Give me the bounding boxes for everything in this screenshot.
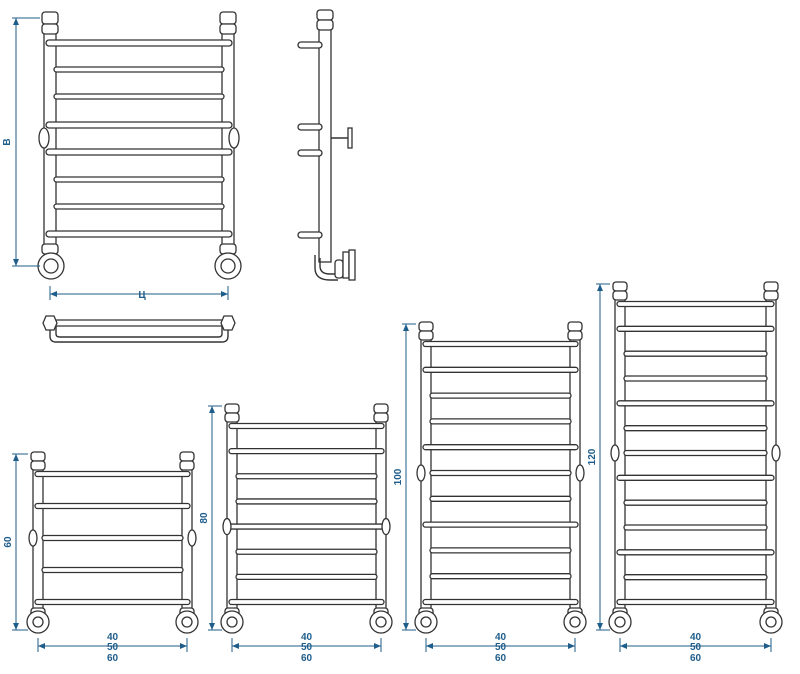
width-symbol: Ц	[138, 290, 146, 301]
rung	[623, 574, 768, 581]
width-label: 60	[107, 653, 119, 664]
rung	[34, 502, 191, 510]
height-symbol: В	[2, 138, 13, 145]
width-label: 50	[690, 642, 702, 653]
rung	[228, 447, 385, 455]
rung	[616, 325, 775, 332]
rung	[422, 366, 579, 373]
rung	[616, 549, 775, 556]
rung	[623, 499, 768, 506]
rung	[228, 523, 385, 530]
rung	[34, 598, 191, 606]
rung	[228, 422, 385, 430]
height-label: 80	[199, 512, 210, 524]
rung	[429, 418, 572, 425]
width-label: 50	[301, 642, 313, 653]
height-label: 100	[393, 468, 404, 485]
top-view	[42, 315, 236, 343]
width-label: 60	[301, 653, 313, 664]
rung	[623, 449, 768, 457]
rung	[623, 350, 768, 357]
side-view	[297, 9, 356, 281]
rung	[623, 375, 768, 382]
rung	[623, 425, 768, 432]
rung	[616, 400, 775, 407]
rung	[422, 598, 579, 606]
rung	[422, 521, 579, 528]
rung	[235, 573, 378, 581]
width-label: 50	[107, 642, 119, 653]
width-label: 40	[495, 632, 507, 643]
rung	[616, 474, 775, 481]
front-view-main	[37, 11, 242, 280]
rung	[235, 473, 378, 480]
rung	[41, 534, 184, 542]
rung	[429, 469, 572, 477]
height-dimension-b: В	[2, 17, 40, 267]
width-label: 40	[107, 632, 119, 643]
rung	[228, 598, 385, 606]
width-dimension-c: Ц	[49, 286, 229, 301]
rung	[422, 340, 579, 348]
width-label: 60	[495, 653, 507, 664]
height-label: 120	[587, 448, 598, 465]
rung	[429, 495, 572, 502]
rung	[235, 548, 378, 555]
rung	[41, 566, 184, 574]
width-label: 40	[301, 632, 313, 643]
rung	[616, 300, 775, 308]
rung	[235, 498, 378, 505]
rung	[623, 524, 768, 531]
height-label: 60	[3, 536, 14, 548]
rung	[429, 547, 572, 554]
width-label: 40	[690, 632, 702, 643]
rung	[429, 573, 572, 580]
rung	[429, 392, 572, 399]
rung	[422, 444, 579, 451]
width-label: 60	[690, 653, 702, 664]
rung	[616, 598, 775, 606]
width-label: 50	[495, 642, 507, 653]
rung	[34, 470, 191, 478]
